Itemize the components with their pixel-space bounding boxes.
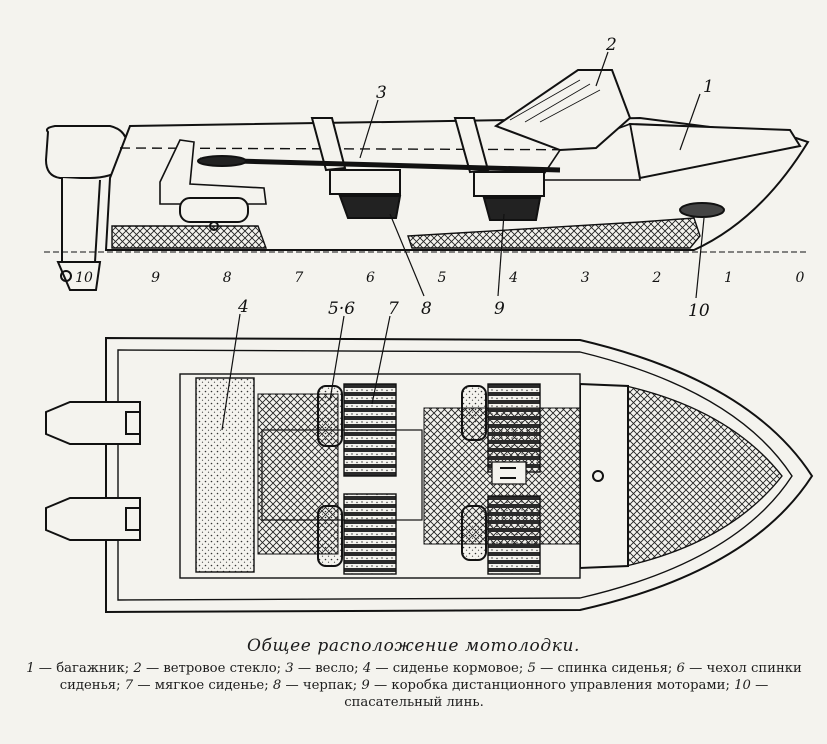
outboard-motor-side xyxy=(44,125,130,291)
callout-1: 1 xyxy=(703,77,714,97)
scale-tick-8: 8 xyxy=(223,270,232,286)
scale-tick-1: 1 xyxy=(724,270,733,286)
legend-number: 4 — xyxy=(362,661,393,676)
callout-8: 8 xyxy=(421,299,432,319)
callout-3: 3 xyxy=(376,83,387,103)
legend-number: 8 — xyxy=(272,678,303,693)
legend-text: чехол спинки сиденья; xyxy=(59,661,802,693)
scale-tick-7: 7 xyxy=(294,270,303,286)
scale-tick-10: 10 xyxy=(75,270,93,286)
scale-tick-2: 2 xyxy=(651,270,661,286)
callout-4: 4 xyxy=(237,297,249,317)
scale-tick-0: 0 xyxy=(796,270,805,286)
scale-tick-5: 5 xyxy=(438,270,447,286)
callout-10: 10 xyxy=(688,301,710,321)
scale-tick-6: 6 xyxy=(366,270,375,286)
legend-number: 2 — xyxy=(133,661,164,676)
top-view xyxy=(45,336,814,614)
legend-number: 1 — xyxy=(26,661,57,676)
legend-text: весло; xyxy=(315,661,363,676)
side-view xyxy=(44,69,810,291)
callout-2: 2 xyxy=(605,35,617,55)
callout-9: 9 xyxy=(494,299,505,319)
scale-tick-3: 3 xyxy=(581,270,590,286)
floor-hatched xyxy=(111,225,267,249)
callout-5-6: 5·6 xyxy=(328,299,355,319)
legend-text: спинка сиденья; xyxy=(557,661,677,676)
legend: 1 — багажник; 2 — ветровое стекло; 3 — в… xyxy=(14,660,814,711)
callout-7: 7 xyxy=(388,299,399,319)
legend-text: сиденье кормовое; xyxy=(392,661,528,676)
caption-title: Общее расположение мотолодки. xyxy=(246,636,581,656)
outboard-motors-top xyxy=(45,401,141,541)
legend-text: коробка дистанционного управления мотора… xyxy=(391,678,735,693)
scale-tick-4: 4 xyxy=(508,270,518,286)
legend-number: 10 — xyxy=(734,678,769,693)
legend-text: черпак; xyxy=(302,678,362,693)
scale-tick-9: 9 xyxy=(151,270,160,286)
legend-number: 5 — xyxy=(527,661,558,676)
legend-number: 7 — xyxy=(124,678,155,693)
bow-deck xyxy=(625,385,783,567)
legend-text: спасательный линь. xyxy=(344,695,484,710)
oar xyxy=(199,157,561,173)
legend-text: мягкое сиденье; xyxy=(154,678,273,693)
rope-coil xyxy=(679,202,725,218)
legend-number: 3 — xyxy=(285,661,316,676)
legend-text: ветровое стекло; xyxy=(163,661,286,676)
legend-number: 9 — xyxy=(361,678,392,693)
legend-number: 6 — xyxy=(676,661,707,676)
legend-text: багажник; xyxy=(56,661,134,676)
rear-seat-top xyxy=(195,377,255,573)
control-box-top xyxy=(491,461,527,485)
